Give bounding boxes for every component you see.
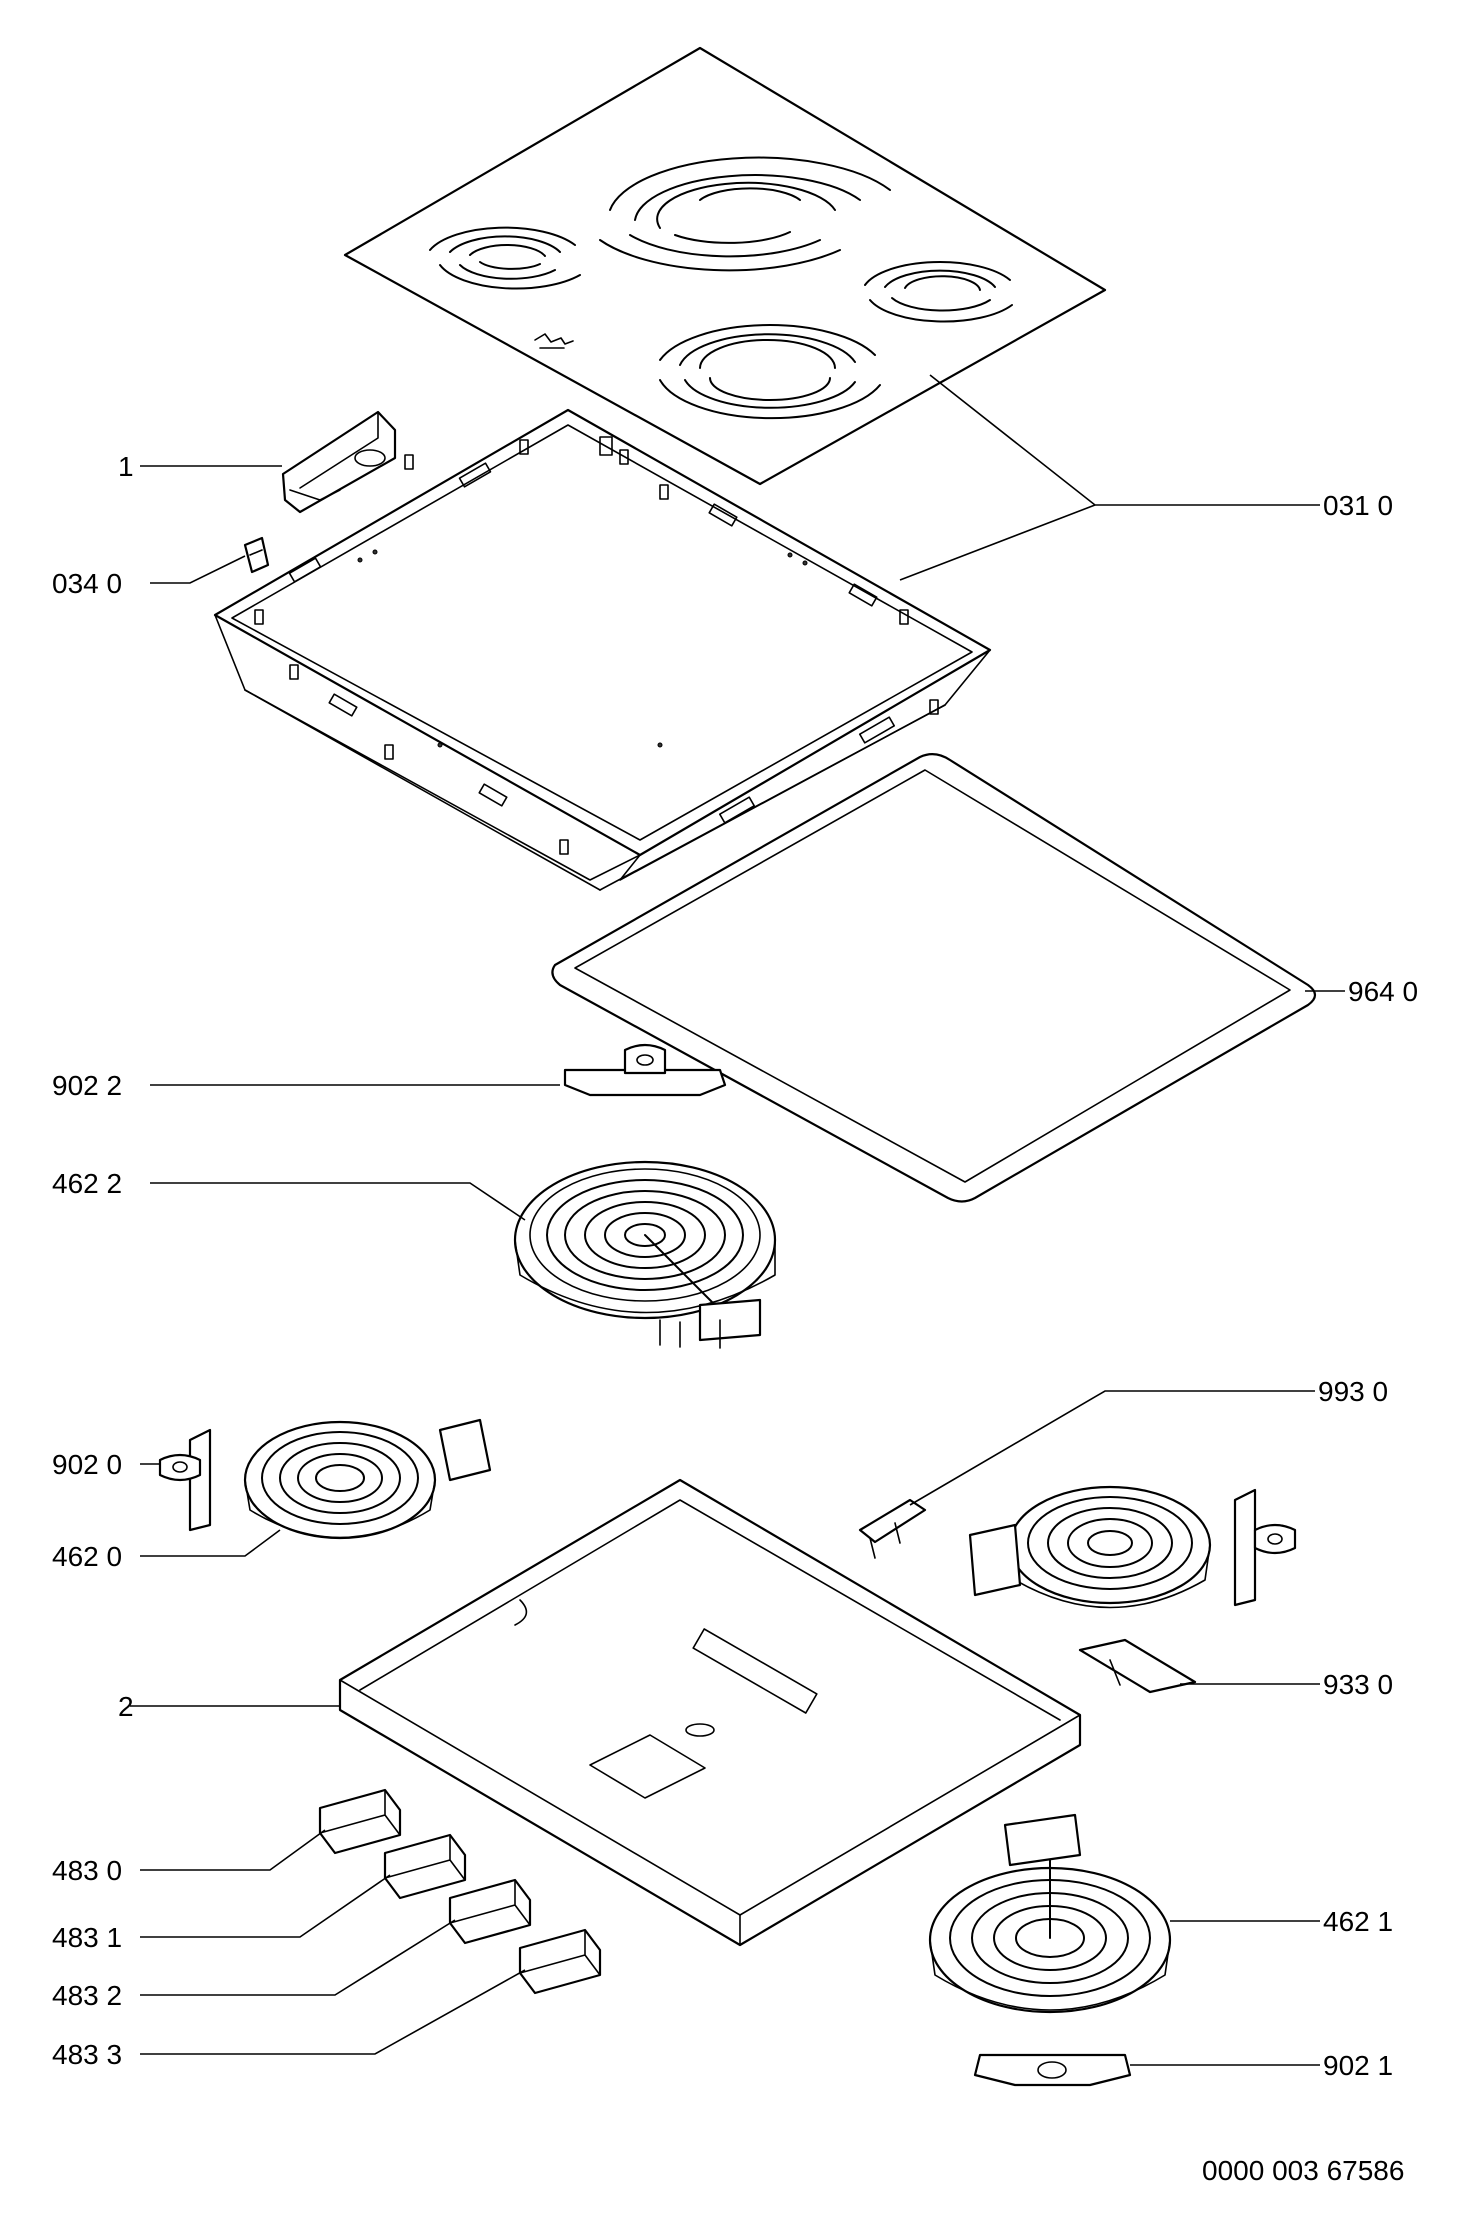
heater-4620	[243, 1418, 492, 1540]
label-part-4833: 483 3	[52, 2039, 122, 2070]
seal-gasket	[551, 753, 1317, 1203]
heater-right	[968, 1485, 1297, 1609]
label-part-4831: 483 1	[52, 1922, 122, 1953]
label-part-4622: 462 2	[52, 1168, 122, 1199]
label-part-1: 1	[118, 451, 134, 482]
heater-4622	[513, 1160, 777, 1349]
label-part-0310: 031 0	[1323, 490, 1393, 521]
label-part-0340: 034 0	[52, 568, 122, 599]
drawing-number: 0000 003 67586	[1202, 2155, 1404, 2186]
terminal-block-4833	[518, 1928, 602, 1995]
label-part-9022: 902 2	[52, 1070, 122, 1101]
leader-lines	[130, 374, 1345, 2066]
part-9021-bracket	[973, 2053, 1132, 2087]
part-9330	[1078, 1638, 1197, 1694]
bottom-tray	[338, 1478, 1082, 1947]
label-part-9020: 902 0	[52, 1449, 122, 1480]
part-9930	[858, 1498, 927, 1559]
label-part-4832: 483 2	[52, 1980, 122, 2011]
heater-4621	[928, 1813, 1172, 2014]
label-part-4620: 462 0	[52, 1541, 122, 1572]
label-part-9930: 993 0	[1318, 1376, 1388, 1407]
part-labels: 1 034 0 031 0 964 0 902 2 462 2 993 0 90…	[52, 451, 1418, 2186]
label-part-4830: 483 0	[52, 1855, 122, 1886]
label-part-4621: 462 1	[1323, 1906, 1393, 1937]
terminal-block-4831	[383, 1833, 467, 1900]
part-1-bracket	[281, 410, 397, 514]
part-0340-clip	[243, 536, 270, 574]
label-part-9021: 902 1	[1323, 2050, 1393, 2081]
hob-frame	[213, 408, 992, 891]
label-part-9330: 933 0	[1323, 1669, 1393, 1700]
terminal-block-4830	[318, 1788, 402, 1855]
label-part-2: 2	[118, 1691, 134, 1722]
label-part-9640: 964 0	[1348, 976, 1418, 1007]
terminal-block-4832	[448, 1878, 532, 1945]
part-9020-bracket	[158, 1428, 212, 1532]
glass-ceramic-hob-top	[343, 46, 1107, 486]
part-9022-bracket	[563, 1043, 727, 1097]
